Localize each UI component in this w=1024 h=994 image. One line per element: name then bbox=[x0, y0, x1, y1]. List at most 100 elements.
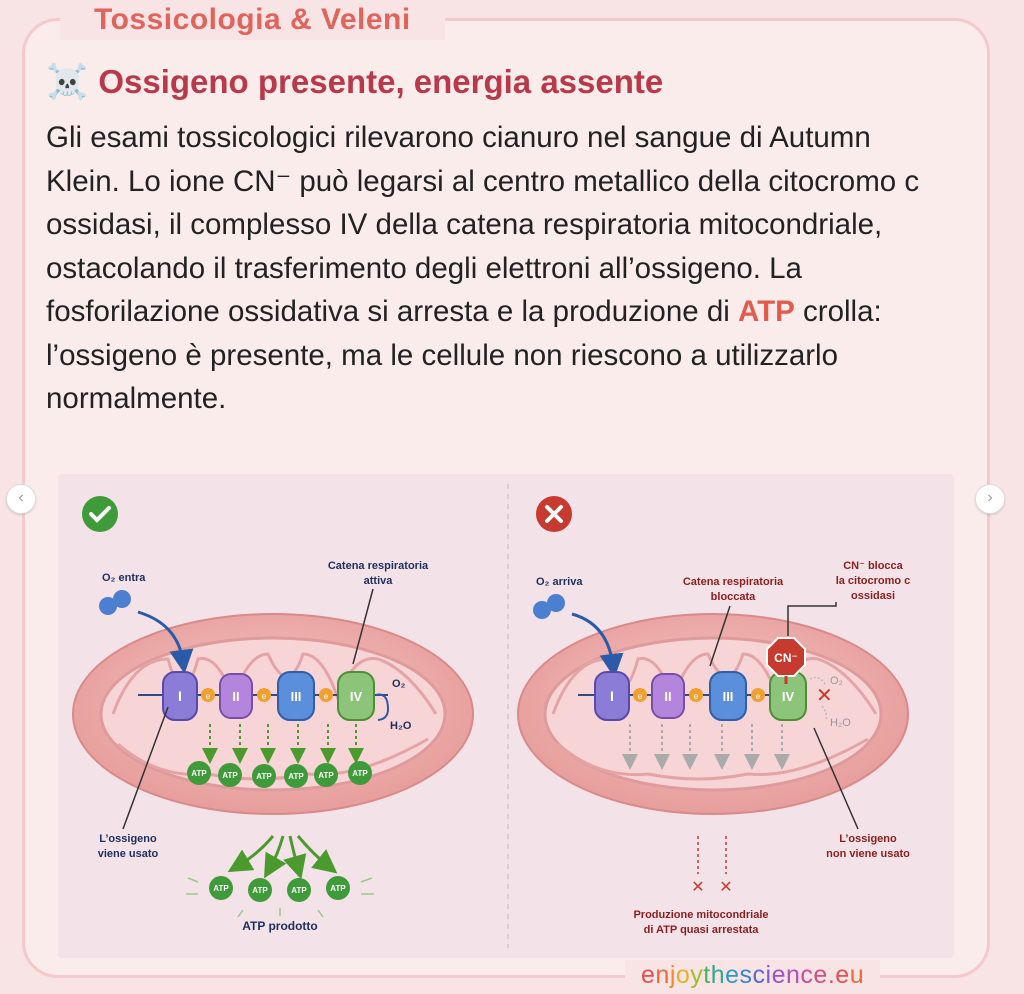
svg-text:I: I bbox=[178, 688, 182, 704]
atp-molecules-produced: ATP ATP ATP ATP bbox=[209, 876, 350, 902]
svg-text:ATP: ATP bbox=[291, 886, 307, 895]
body-text-2: crolla: l’ossigeno è presente, ma le cel… bbox=[46, 295, 882, 415]
svg-text:II: II bbox=[232, 689, 239, 704]
brand-letter: t bbox=[703, 961, 711, 989]
h2o-label-right: H₂O bbox=[830, 717, 851, 729]
atp-icon bbox=[284, 764, 308, 788]
svg-text:ATP: ATP bbox=[191, 769, 207, 778]
chain-blocked-label-2: bloccata bbox=[711, 591, 757, 603]
atp-icon bbox=[187, 761, 211, 785]
svg-text:III: III bbox=[291, 689, 302, 704]
svg-text:III: III bbox=[723, 689, 734, 704]
svg-text:ATP: ATP bbox=[288, 772, 304, 781]
body-text-1: Gli esami tossicologici rilevarono cianu… bbox=[46, 121, 920, 328]
carousel-prev-button[interactable]: ‹ bbox=[6, 484, 36, 514]
category-label: Tossicologia & Veleni bbox=[60, 0, 445, 40]
o2-enters-label: O₂ entra bbox=[102, 572, 146, 584]
production-stopped-label-1: Produzione mitocondriale bbox=[633, 909, 768, 921]
atp-icon bbox=[252, 764, 276, 788]
mitochondria-diagram: O₂ entra Catena respiratoria attiva I e … bbox=[72, 484, 911, 948]
complex-i-left bbox=[162, 671, 198, 721]
production-stopped-label-2: di ATP quasi arrestata bbox=[644, 924, 760, 936]
brand-letter: . bbox=[827, 961, 836, 989]
svg-text:e: e bbox=[324, 692, 329, 701]
brand-letter: e bbox=[725, 961, 740, 989]
chain-blocked-label-1: Catena respiratoria bbox=[683, 576, 784, 588]
brand-letter: j bbox=[669, 961, 676, 989]
complex-ii-left bbox=[219, 673, 253, 719]
right-panel: O₂ arriva Catena respiratoria bloccata C… bbox=[517, 496, 911, 936]
svg-text:e: e bbox=[694, 692, 699, 701]
complex-iii-left bbox=[277, 671, 315, 721]
brand-letter: y bbox=[690, 961, 704, 989]
cn-blocks-label-3: ossidasi bbox=[851, 590, 895, 602]
atp-highlight: ATP bbox=[737, 295, 795, 328]
post-title: Ossigeno presente, energia assente bbox=[98, 63, 664, 100]
atp-icon bbox=[248, 878, 272, 902]
oxygen-notused-label-1: L’ossigeno bbox=[839, 833, 897, 845]
brand-letter: e bbox=[813, 961, 828, 989]
brand-text: enjoythescience.eu bbox=[641, 961, 864, 989]
svg-text:e: e bbox=[262, 692, 267, 701]
o2-label-left: O₂ bbox=[392, 678, 406, 690]
stop-x-icon: ✕ bbox=[719, 879, 732, 896]
brand-letter: c bbox=[752, 961, 766, 989]
complex-i-right bbox=[594, 671, 630, 721]
stop-x-icon: ✕ bbox=[691, 879, 704, 896]
brand-letter: s bbox=[739, 961, 753, 989]
svg-text:II: II bbox=[664, 689, 671, 704]
atp-icon bbox=[218, 763, 242, 787]
brand-letter: h bbox=[710, 961, 726, 989]
cn-blocks-label-2: la citocromo c bbox=[836, 575, 911, 587]
atp-molecules-left: ATP ATP ATP ATP ATP ATP bbox=[187, 761, 372, 788]
oxygen-used-label-1: L’ossigeno bbox=[99, 833, 157, 845]
o2-label-right: O₂ bbox=[830, 675, 843, 687]
brand-letter: n bbox=[655, 961, 670, 989]
svg-text:I: I bbox=[610, 688, 614, 704]
svg-text:IV: IV bbox=[350, 689, 363, 704]
cyanide-stop-icon bbox=[766, 637, 806, 677]
brand-letter: o bbox=[675, 961, 691, 989]
atp-produced-label: ATP prodotto bbox=[242, 919, 318, 933]
skull-crossbones-icon: ☠️ bbox=[46, 63, 89, 101]
cn-blocks-label-1: CN⁻ blocca bbox=[843, 560, 903, 572]
o2-arrives-label: O₂ arriva bbox=[536, 576, 583, 588]
svg-text:ATP: ATP bbox=[213, 884, 229, 893]
brand-letter: e bbox=[641, 961, 656, 989]
chain-active-label-1: Catena respiratoria bbox=[328, 560, 429, 572]
chain-active-label-2: attiva bbox=[364, 575, 394, 587]
h2o-label-left: H₂O bbox=[390, 720, 412, 732]
svg-text:ATP: ATP bbox=[330, 884, 346, 893]
svg-text:ATP: ATP bbox=[222, 771, 238, 780]
mitochondria-figure: O₂ entra Catena respiratoria attiva I e … bbox=[58, 474, 954, 958]
brand-letter: c bbox=[800, 961, 814, 989]
atp-icon bbox=[314, 763, 338, 787]
atp-icon bbox=[287, 878, 311, 902]
cn-badge: CN⁻ bbox=[774, 651, 798, 665]
complex-iv-left bbox=[337, 671, 375, 721]
oxygen-used-label-2: viene usato bbox=[98, 848, 159, 860]
brand-letter: i bbox=[765, 961, 772, 989]
complex-iii-right bbox=[709, 671, 747, 721]
check-icon bbox=[82, 496, 118, 532]
title-row: ☠️ Ossigeno presente, energia assente bbox=[46, 60, 663, 104]
brand-letter: e bbox=[835, 961, 850, 989]
blocked-x-icon: ✕ bbox=[816, 685, 833, 707]
svg-text:e: e bbox=[756, 692, 761, 701]
svg-text:ATP: ATP bbox=[252, 886, 268, 895]
carousel-next-button[interactable]: › bbox=[975, 484, 1005, 514]
svg-text:ATP: ATP bbox=[318, 771, 334, 780]
oxygen-notused-label-2: non viene usato bbox=[826, 848, 910, 860]
atp-icon bbox=[209, 876, 233, 900]
brand-letter: u bbox=[849, 961, 865, 989]
atp-icon bbox=[326, 876, 350, 900]
brand-watermark: enjoythescience.eu bbox=[625, 960, 881, 990]
svg-text:e: e bbox=[638, 692, 643, 701]
svg-text:IV: IV bbox=[782, 689, 795, 704]
complex-ii-right bbox=[651, 673, 685, 719]
brand-letter: e bbox=[771, 961, 787, 989]
svg-text:ATP: ATP bbox=[256, 772, 272, 781]
brand-letter: n bbox=[786, 961, 801, 989]
atp-icon bbox=[348, 761, 372, 785]
post-body: Gli esami tossicologici rilevarono cianu… bbox=[46, 116, 946, 421]
